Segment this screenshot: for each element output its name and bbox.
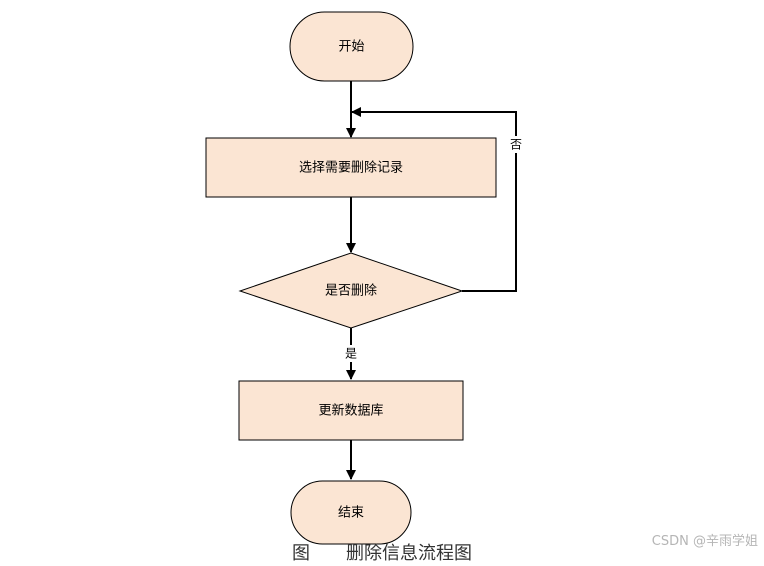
start-node: 开始 (289, 11, 414, 82)
edge-no-label-bg (509, 136, 523, 153)
edge-no-label: 否 (510, 138, 522, 152)
update-database-node: 更新数据库 (238, 380, 464, 441)
select-record-label: 选择需要删除记录 (299, 161, 403, 176)
select-record-node: 选择需要删除记录 (205, 137, 497, 198)
flowchart: 开始 选择需要删除记录 是否删除 否 是 更新数据库 结束 (205, 11, 523, 545)
end-node: 结束 (290, 480, 412, 545)
edge-yes-label: 是 (345, 347, 357, 361)
end-label: 结束 (338, 506, 364, 521)
decision-label: 是否删除 (325, 284, 377, 299)
update-database-label: 更新数据库 (318, 403, 383, 419)
figure-caption: 图 删除信息流程图 (292, 543, 472, 564)
start-label: 开始 (338, 40, 364, 55)
edge-no-loop (351, 107, 517, 292)
decision-node: 是否删除 (238, 252, 464, 329)
edge-yes-label-bg (344, 345, 358, 362)
watermark: CSDN @辛雨学姐 (651, 534, 758, 549)
